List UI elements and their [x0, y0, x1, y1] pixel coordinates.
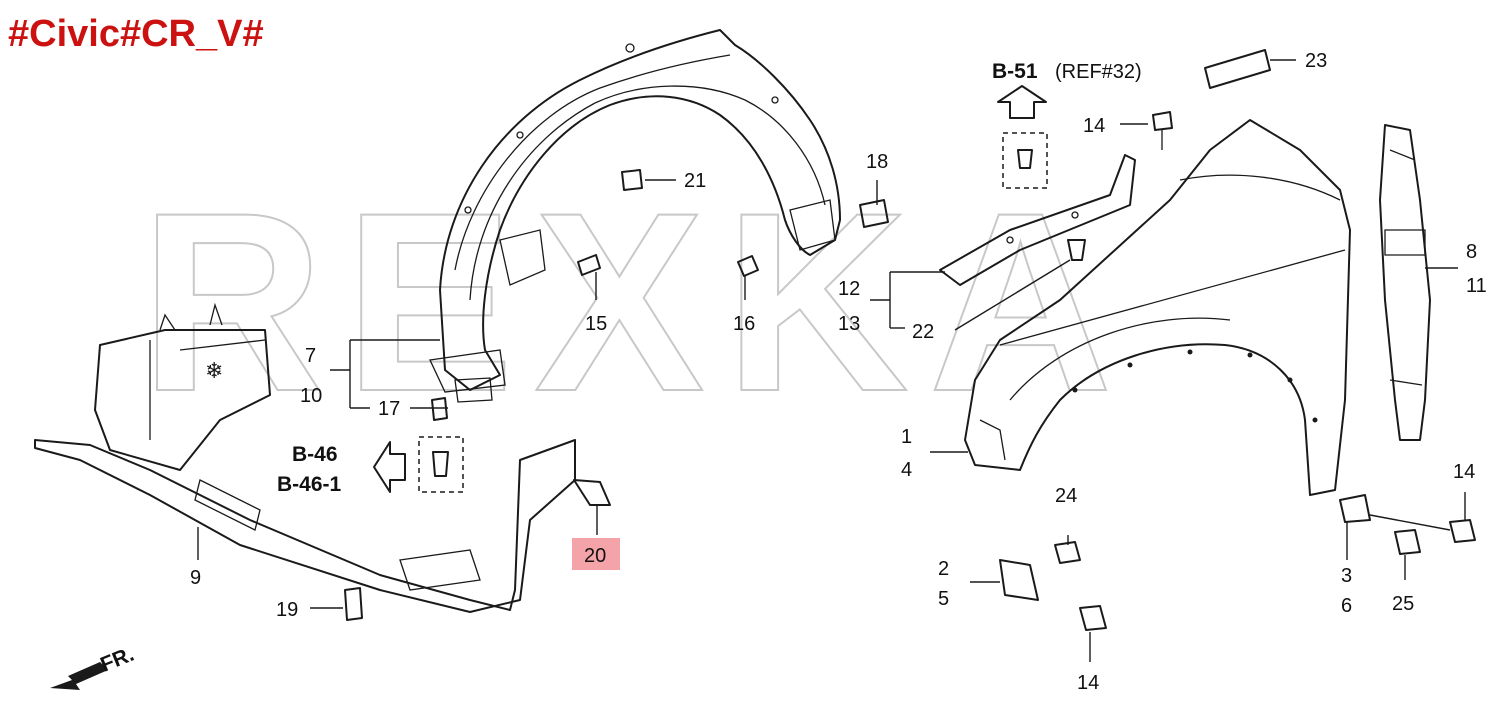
- callout-1: 1: [901, 426, 912, 448]
- side-seal: [1379, 124, 1431, 441]
- callout-13: 13: [838, 313, 860, 335]
- left-arrow-icon: [373, 441, 406, 493]
- snowflake-icon: ❄: [205, 359, 223, 384]
- up-arrow-icon: [997, 85, 1047, 119]
- callout-11: 11: [1466, 275, 1487, 297]
- callout-7: 7: [305, 345, 316, 367]
- callout-3: 3: [1341, 565, 1352, 587]
- callout-10: 10: [300, 385, 322, 407]
- callout-14-bottom: 14: [1077, 672, 1099, 694]
- seal-strip: [1204, 49, 1271, 89]
- ref-b46: B-46: [292, 443, 338, 466]
- callout-12: 12: [838, 278, 860, 300]
- front-fender: [964, 119, 1351, 496]
- callout-17: 17: [378, 398, 400, 420]
- callout-14-right: 14: [1453, 461, 1475, 483]
- callout-18: 18: [866, 151, 888, 173]
- page-title: #Civic#CR_V#: [8, 13, 264, 55]
- callout-5: 5: [938, 588, 949, 610]
- front-direction-arrow-icon: [50, 662, 108, 690]
- callout-22: 22: [912, 321, 934, 343]
- front-direction-label: FR.: [97, 643, 137, 677]
- callout-15: 15: [585, 313, 607, 335]
- callout-20: 20: [584, 545, 606, 567]
- callout-2: 2: [938, 558, 949, 580]
- callout-9: 9: [190, 567, 201, 589]
- fasteners: [344, 111, 1476, 631]
- callout-16: 16: [733, 313, 755, 335]
- callout-23: 23: [1305, 50, 1327, 72]
- splash-shield: ❄: [34, 302, 576, 613]
- inner-fender-liner: [429, 29, 841, 403]
- callout-21: 21: [684, 170, 706, 192]
- callout-19: 19: [276, 599, 298, 621]
- ref-b51-note: (REF#32): [1055, 61, 1142, 83]
- leader-lines: [197, 59, 1466, 662]
- callout-4: 4: [901, 459, 912, 481]
- callout-6: 6: [1341, 595, 1352, 617]
- ref-b46-1: B-46-1: [277, 473, 342, 496]
- ref-b51: B-51: [992, 60, 1038, 83]
- fender-bracket: [939, 154, 1136, 286]
- callout-8: 8: [1466, 241, 1477, 263]
- callout-25: 25: [1392, 593, 1414, 615]
- watermark: REXKA: [140, 160, 1133, 445]
- callout-14-top: 14: [1083, 115, 1105, 137]
- highlight-box-20: [572, 538, 620, 570]
- callout-24: 24: [1055, 485, 1077, 507]
- callout-labels: 21 15 16 18 7 10 17 14 23 12 13 22 8 11 …: [190, 50, 1487, 694]
